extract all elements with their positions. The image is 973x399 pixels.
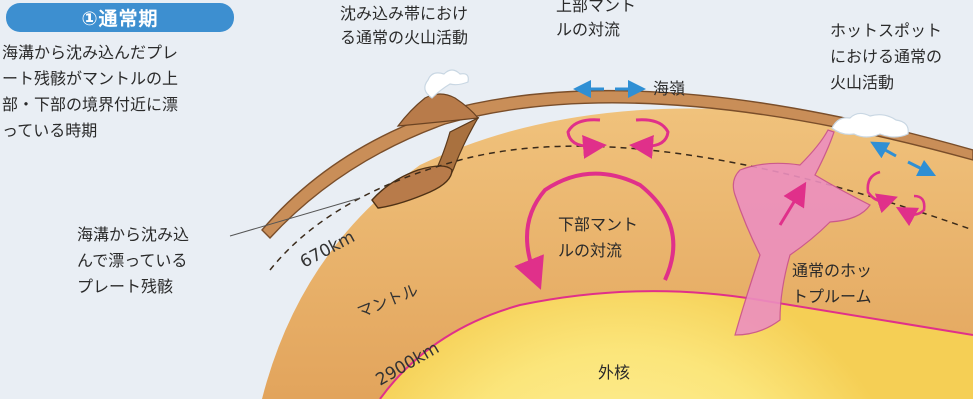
upper-mantle-convection-label: 上部マント ルの対流 <box>556 0 636 42</box>
ridge-label: 海嶺 <box>653 76 685 102</box>
label-line: 上部マント <box>556 0 636 18</box>
subduction-volcano <box>398 94 478 126</box>
label-line: ルの対流 <box>558 238 638 264</box>
description-line: ート残骸がマントルの上 <box>2 66 178 92</box>
description-line: 海溝から沈み込んだプレ <box>2 40 178 66</box>
description-line: っている時期 <box>2 118 178 144</box>
label-line: る通常の火山活動 <box>340 26 468 50</box>
label-line: 沈み込み帯におけ <box>340 2 468 26</box>
label-line: ホットスポット <box>830 18 942 44</box>
label-line: 通常のホッ <box>792 258 872 284</box>
label-line: んで漂っている <box>77 248 189 274</box>
lower-mantle-convection-label: 下部マント ルの対流 <box>558 212 638 264</box>
label-line: トプルーム <box>792 284 872 310</box>
hotspot-smoke-icon <box>832 113 908 137</box>
subduction-smoke-icon <box>425 70 469 98</box>
hot-plume-label: 通常のホッ トプルーム <box>792 258 872 310</box>
outer-core-label: 外核 <box>598 360 630 386</box>
subduction-volcano-label: 沈み込み帯におけ る通常の火山活動 <box>340 2 468 50</box>
period-badge: ①通常期 <box>6 3 234 32</box>
period-description: 海溝から沈み込んだプレ ート残骸がマントルの上 部・下部の境界付近に漂 っている… <box>2 40 178 144</box>
hotspot-volcano-label: ホットスポット における通常の 火山活動 <box>830 18 942 96</box>
label-line: 火山活動 <box>830 70 942 96</box>
label-line: 下部マント <box>558 212 638 238</box>
label-line: ルの対流 <box>556 18 636 42</box>
description-line: 部・下部の境界付近に漂 <box>2 92 178 118</box>
label-line: プレート残骸 <box>77 274 189 300</box>
label-line: における通常の <box>830 44 942 70</box>
slab-remnant-label: 海溝から沈み込 んで漂っている プレート残骸 <box>77 222 189 300</box>
label-line: 海溝から沈み込 <box>77 222 189 248</box>
